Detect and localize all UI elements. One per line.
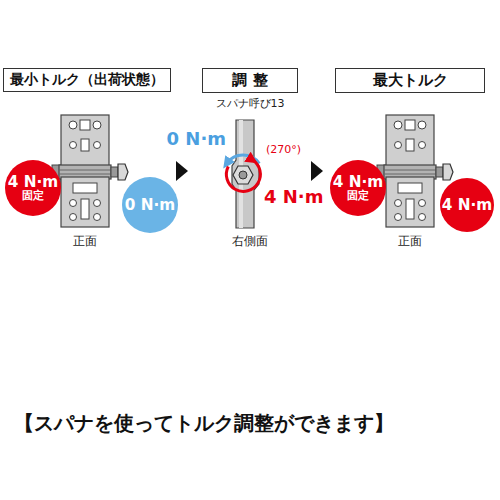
- angle-value: (270°): [266, 143, 301, 156]
- node-text: 4 N·m: [8, 174, 59, 190]
- tighten-arrow: [226, 160, 260, 191]
- view-label: 正面: [398, 233, 422, 250]
- torque-value: 0 N·m: [167, 128, 226, 149]
- stage-header: 最大トルク: [335, 68, 485, 93]
- node-text: 0 N·m: [125, 197, 176, 213]
- node-text: 調 整: [209, 71, 291, 90]
- step-arrow: [311, 161, 323, 181]
- hinge-front: [52, 115, 128, 227]
- stage-header: 最小トルク（出荷状態）: [3, 68, 171, 92]
- torque-badge: 4 N·m: [440, 178, 494, 232]
- node-text: 4 N·m: [442, 197, 493, 213]
- torque-badge: 4 N·m固定: [330, 160, 386, 216]
- node-text: 最大トルク: [342, 71, 478, 90]
- node-text: 4 N·m: [333, 174, 384, 190]
- view-label: 正面: [73, 233, 97, 250]
- step-arrow: [176, 161, 188, 181]
- spanner-size: スパナ呼び13: [216, 96, 285, 111]
- view-label: 右側面: [232, 233, 268, 250]
- torque-badge: 0 N·m: [122, 177, 178, 233]
- torque-value: 4 N·m: [264, 186, 323, 207]
- torque-badge: 4 N·m固定: [5, 160, 61, 216]
- node-note: 固定: [347, 190, 369, 202]
- hinge-side: [232, 120, 259, 228]
- node-note: 固定: [22, 190, 44, 202]
- caption: 【スパナを使ってトルク調整ができます】: [14, 410, 394, 437]
- node-text: 最小トルク（出荷状態）: [10, 71, 164, 89]
- stage-header: 調 整: [202, 68, 298, 93]
